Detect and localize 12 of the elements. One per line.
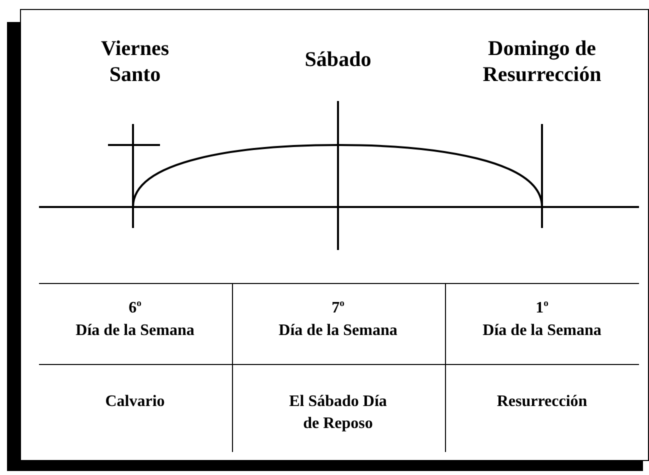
day-heading: Domingo de Resurrección — [482, 35, 602, 88]
weekday-label: Día de la Semana — [482, 321, 602, 340]
weekday-label: Día de la Semana — [278, 321, 398, 340]
day-number: 7$^{o}$ — [332, 298, 344, 318]
event-label: Calvario — [105, 392, 165, 412]
event-label: Resurrección — [496, 392, 588, 412]
event-label: El Sábado Día de Reposo — [288, 392, 388, 434]
weekday-label: Día de la Semana — [76, 321, 194, 340]
day-number: 6$^{o}$ — [128, 298, 142, 318]
day-heading: Viernes Santo — [100, 35, 170, 88]
day-number: 1$^{o}$ — [536, 298, 548, 318]
day-heading: Sábado — [304, 46, 372, 72]
